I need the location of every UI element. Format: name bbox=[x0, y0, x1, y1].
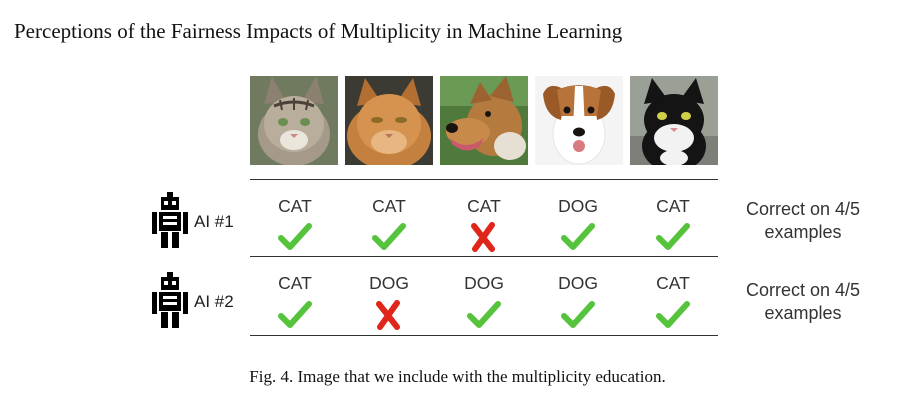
figure-caption: Fig. 4. Image that we include with the m… bbox=[249, 367, 666, 386]
prediction-label: DOG bbox=[464, 273, 504, 293]
prediction-label: CAT bbox=[467, 196, 501, 216]
check-mark-icon bbox=[467, 301, 501, 328]
check-mark-icon bbox=[372, 223, 406, 250]
check-mark-icon bbox=[561, 301, 595, 328]
table-middle-rule bbox=[250, 256, 718, 257]
row-label-ai-1: AI #1 bbox=[194, 212, 234, 231]
orange-cat-photo bbox=[345, 76, 433, 165]
black-white-cat-photo bbox=[630, 76, 718, 165]
table-top-rule bbox=[250, 179, 718, 180]
prediction-label: DOG bbox=[558, 196, 598, 216]
cross-mark-icon bbox=[376, 300, 400, 330]
row-summary-ai-1: Correct on 4/5 examples bbox=[728, 198, 878, 244]
prediction-label: CAT bbox=[278, 273, 312, 293]
prediction-label: CAT bbox=[278, 196, 312, 216]
check-mark-icon bbox=[656, 301, 690, 328]
prediction-label: CAT bbox=[372, 196, 406, 216]
check-mark-icon bbox=[278, 301, 312, 328]
table-bottom-rule bbox=[250, 335, 718, 336]
prediction-label: CAT bbox=[656, 273, 690, 293]
robot-icon bbox=[152, 192, 188, 248]
cross-mark-icon bbox=[471, 222, 495, 252]
row-label-ai-2: AI #2 bbox=[194, 292, 234, 311]
terrier-dog-photo bbox=[535, 76, 623, 165]
summary-line: Correct on 4/5 bbox=[745, 280, 861, 300]
prediction-label: DOG bbox=[558, 273, 598, 293]
prediction-label: DOG bbox=[369, 273, 409, 293]
brown-dog-photo bbox=[440, 76, 528, 165]
tabby-cat-photo bbox=[250, 76, 338, 165]
check-mark-icon bbox=[278, 223, 312, 250]
check-mark-icon bbox=[656, 223, 690, 250]
robot-icon bbox=[152, 272, 188, 328]
row-summary-ai-2: Correct on 4/5 examples bbox=[728, 279, 878, 325]
check-mark-icon bbox=[561, 223, 595, 250]
summary-line: examples bbox=[764, 222, 842, 242]
prediction-label: CAT bbox=[656, 196, 690, 216]
running-head: Perceptions of the Fairness Impacts of M… bbox=[14, 19, 623, 43]
summary-line: Correct on 4/5 bbox=[745, 199, 861, 219]
summary-line: examples bbox=[764, 303, 842, 323]
